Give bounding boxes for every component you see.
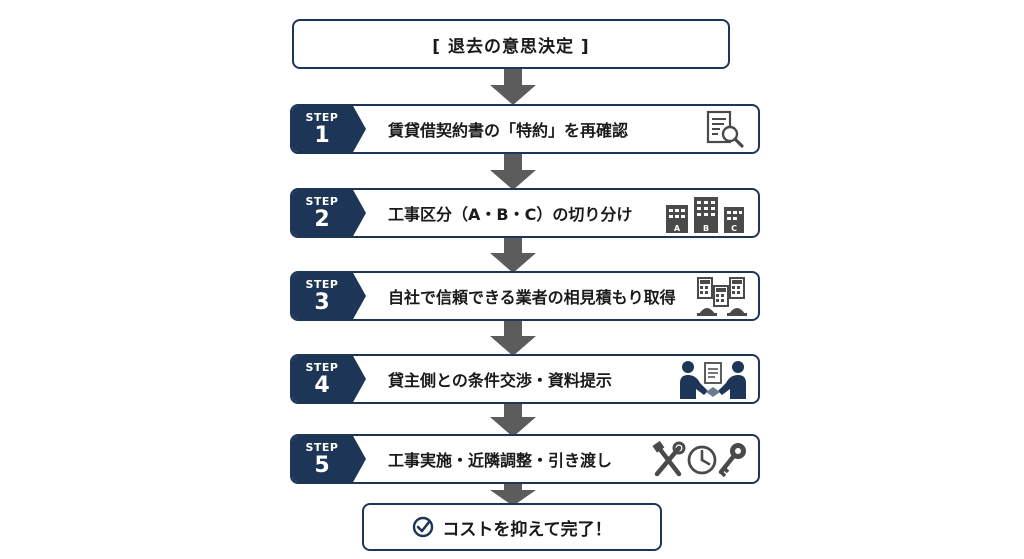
buildings-abc-icon: A B C [666, 197, 744, 233]
step-1-label: 賃貸借契約書の「特約」を再確認 [388, 121, 629, 140]
step-1-box: STEP 1 賃貸借契約書の「特約」を再確認 [290, 104, 760, 154]
step-5-number: 5 [314, 452, 330, 478]
step-5-word: STEP [305, 440, 339, 454]
down-arrow-6 [490, 480, 536, 506]
building-a-letter: A [674, 224, 681, 233]
step-3-box: STEP 3 自社で信頼できる業者の相見積もり取得 [290, 271, 760, 321]
document-search-icon [706, 110, 744, 148]
start-label: [ 退去の意思決定 ] [432, 36, 590, 57]
step-5-badge: STEP 5 [292, 436, 370, 482]
step-4-box: STEP 4 貸主側との条件交渉・資料提示 [290, 354, 760, 404]
step-2-box: STEP 2 工事区分（A・B・C）の切り分け A B C [290, 188, 760, 238]
step-2-number: 2 [314, 206, 330, 232]
building-b-letter: B [703, 224, 709, 233]
down-arrow-1 [490, 69, 536, 105]
step-2-label: 工事区分（A・B・C）の切り分け [388, 205, 633, 224]
down-arrow-2 [490, 154, 536, 190]
handshake-document-icon [680, 361, 746, 399]
step-3-label: 自社で信頼できる業者の相見積もり取得 [388, 288, 676, 307]
step-5-label: 工事実施・近隣調整・引き渡し [388, 451, 613, 470]
step-3-badge: STEP 3 [292, 273, 370, 319]
end-label: コストを抑えて完了！ [442, 519, 612, 540]
step-4-word: STEP [305, 360, 339, 374]
step-3-word: STEP [305, 277, 339, 291]
step-1-word: STEP [305, 110, 339, 124]
down-arrow-4 [490, 320, 536, 356]
step-4-label: 貸主側との条件交渉・資料提示 [388, 371, 612, 390]
down-arrow-3 [490, 237, 536, 273]
start-box: [ 退去の意思決定 ] [292, 19, 730, 69]
step-2-word: STEP [305, 194, 339, 208]
step-4-badge: STEP 4 [292, 356, 370, 402]
step-1-badge: STEP 1 [292, 106, 370, 152]
step-2-badge: STEP 2 [292, 190, 370, 236]
step-1-number: 1 [314, 122, 330, 148]
end-box: コストを抑えて完了！ [362, 503, 662, 551]
tools-clock-key-icon [652, 440, 746, 478]
down-arrow-5 [490, 401, 536, 437]
check-circle-icon [413, 516, 434, 538]
step-5-box: STEP 5 工事実施・近隣調整・引き渡し [290, 434, 760, 484]
step-3-number: 3 [314, 289, 330, 315]
step-4-number: 4 [314, 372, 330, 398]
building-c-letter: C [731, 224, 737, 233]
calculators-helmets-icon [697, 277, 747, 316]
